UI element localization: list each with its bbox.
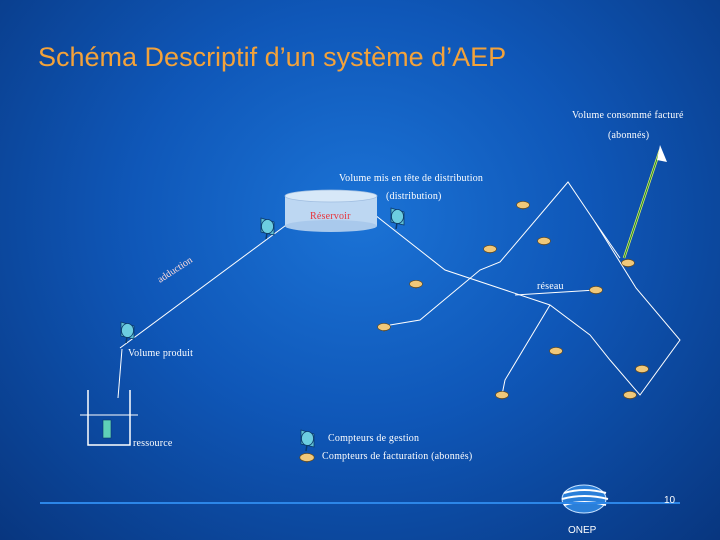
legend-management-label: Compteurs de gestion (328, 433, 420, 444)
consumption-label: Volume consommé facturé (572, 110, 684, 121)
logo-text: ONEP (568, 525, 597, 536)
billing-meter-icon (409, 279, 423, 289)
billing-meter-icon (549, 346, 563, 356)
well-icon (80, 390, 138, 446)
resource-label: ressource (133, 438, 173, 449)
distribution-label: Volume mis en tête de distribution (339, 173, 484, 184)
consumption-arrow (622, 145, 667, 259)
billing-meter-icon (516, 200, 530, 210)
billing-meter-icon (495, 390, 509, 400)
legend-billing-label: Compteurs de facturation (abonnés) (322, 451, 473, 462)
billing-meter-icon (635, 364, 649, 374)
onep-logo-icon (561, 484, 609, 514)
network-lines (374, 181, 681, 396)
consumption-sublabel: (abonnés) (608, 130, 650, 141)
page-number: 10 (664, 495, 676, 506)
reservoir-label: Réservoir (310, 211, 351, 222)
billing-meters (377, 200, 649, 400)
billing-meter-icon (299, 452, 315, 463)
billing-meter-icon (537, 236, 551, 246)
produced-volume-label: Volume produit (128, 348, 194, 359)
management-meter-icon (120, 321, 135, 344)
management-meter-icon (390, 207, 405, 230)
billing-meter-icon (483, 244, 497, 254)
billing-meter-icon (377, 322, 391, 332)
pump-icon (102, 419, 112, 439)
adduction-pipe (117, 219, 294, 399)
reservoir-tank-icon (284, 189, 378, 232)
adduction-label: adduction (156, 255, 195, 286)
footer-divider (40, 502, 680, 504)
billing-meter-icon (623, 390, 637, 400)
billing-meter-icon (621, 258, 635, 268)
network-label: réseau (537, 281, 564, 292)
management-meter-icon (300, 429, 315, 452)
billing-meter-icon (589, 285, 603, 295)
slide-title: Schéma Descriptif d’un système d’AEP (38, 42, 507, 72)
distribution-sublabel: (distribution) (386, 191, 442, 202)
